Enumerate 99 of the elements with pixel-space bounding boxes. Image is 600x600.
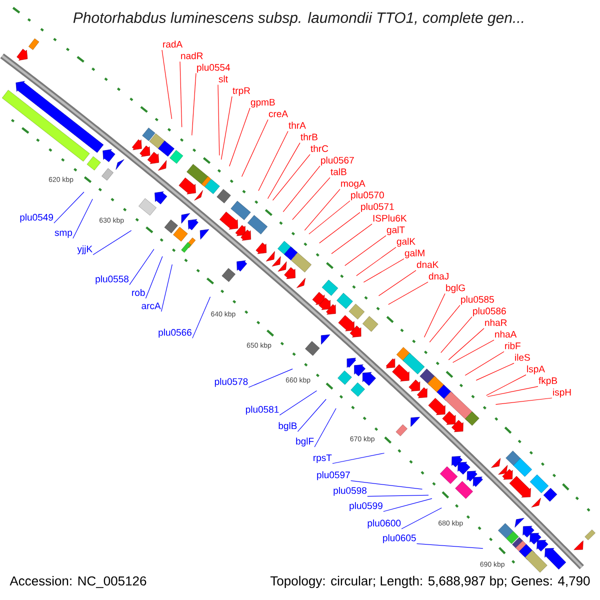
gene-label: nhaA [495,330,517,338]
leader-line [424,293,446,338]
leader-line [192,72,196,136]
gene-label: slt [218,75,228,82]
leader-line [162,50,172,120]
gene-label: plu0585 [461,296,494,305]
leader-line [350,480,423,490]
footer-text: Topology: circular; Length: 5,688,987 bp; Genes: 4,790 [270,576,590,588]
leader-line [145,256,163,299]
leader-line [292,177,330,220]
gene-label: plu0597 [317,471,350,480]
gene-label: fkpB [538,377,558,386]
leader-line [267,142,300,199]
gene-label: ribF [505,342,520,350]
gene-label: plu0566 [158,328,192,338]
gene-label: rpsT [314,454,332,463]
gene-label: creA [268,110,288,118]
gene-label: galK [396,238,416,247]
gene-label: thrC [310,145,328,152]
leader-line [319,212,360,244]
leader-line [304,188,340,231]
leader-line [331,224,372,254]
leader-line [429,304,460,343]
gene-label: plu0570 [351,191,384,200]
leader-line [192,296,211,338]
leader-line [464,351,504,376]
gene-label: plu0549 [20,214,53,223]
footer-text: Accession: NC_005126 [10,576,146,588]
leader-line [363,258,404,283]
leader-line [229,108,250,167]
gene-label: dnaJ [428,272,448,280]
gene-label: plu0600 [368,520,401,528]
gene-label: plu0586 [473,307,506,316]
gene-label: plu0605 [383,534,416,544]
leader-line [314,408,336,448]
leader-line [388,282,428,305]
leader-line [258,130,288,192]
leader-line [416,543,484,549]
leader-line [248,368,293,388]
leader-line [272,154,310,201]
leader-line [92,230,132,256]
gene-label: plu0567 [321,156,354,166]
gene-label: galT [386,226,405,236]
gene-label: galM [404,249,424,258]
leader-line [282,166,320,212]
leader-line [241,119,268,177]
gene-label: nadR [181,52,203,60]
gene-label: plu0578 [214,378,248,387]
leader-line [495,398,552,405]
gene-label: plu0558 [96,275,129,284]
leader-line [476,362,514,381]
gene-label: nhaR [485,319,507,326]
gene-label: plu0554 [197,64,230,73]
gene-label: talB [330,168,346,176]
gene-label: arcA [142,302,161,310]
gene-label: bglB [278,422,297,432]
leader-line [487,386,538,397]
leader-line [297,398,326,432]
leader-line [332,452,385,464]
gene-label: plu0599 [350,502,382,511]
gene-label: ileS [515,354,530,361]
leader-line [452,340,494,363]
leader-line [344,235,386,266]
leader-line [161,264,172,312]
gene-label: thrB [300,133,318,140]
leader-line [440,316,472,354]
leader-line [367,494,429,497]
gene-label: bglF [296,438,314,446]
gene-label: plu0571 [361,203,394,212]
gene-label: lspA [527,365,545,374]
leader-line [220,96,232,160]
gene-label: ispH [553,388,571,398]
leader-line [486,374,526,396]
leader-line [72,198,93,239]
leader-line [54,192,84,224]
leader-line [356,246,396,276]
leader-line [218,84,220,156]
gene-label: rob [132,289,145,296]
leader-line [180,61,182,128]
map-title: Photorhabdus luminescens subsp. laumondii TTO1, complete gen... [73,12,524,26]
gene-label: mogA [341,180,366,189]
leader-line [448,328,484,360]
gene-label: yjjK [77,245,92,254]
leader-line [378,270,416,296]
gene-label: plu0581 [246,406,279,415]
gene-label: gpmB [250,98,275,108]
leader-line [308,200,350,234]
gene-label: radA [163,40,183,48]
leader-line [279,390,318,416]
gene-label: trpR [232,87,250,96]
gene-label: plu0598 [334,486,366,496]
leader-line [129,248,154,286]
gene-label: ISPlu6K [373,214,407,222]
gene-label: dnaK [416,261,439,268]
leader-line [401,508,442,530]
gene-label: bglG [446,284,465,294]
gene-label: smp [54,230,72,238]
leader-line [383,498,432,512]
gene-label: thrA [288,122,306,129]
